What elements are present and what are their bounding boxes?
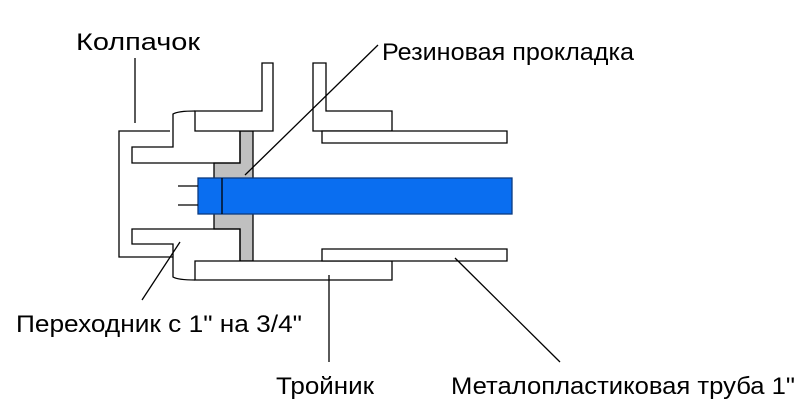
tee-right-top <box>312 62 393 132</box>
inner-tube <box>197 177 513 215</box>
leader-adapter <box>141 241 181 301</box>
tee-bottom <box>194 260 393 281</box>
label-adapter: Переходник с 1" на 3/4" <box>16 311 302 338</box>
label-gasket: Резиновая прокладка <box>382 39 635 66</box>
label-cap: Колпачок <box>76 29 201 56</box>
adapter-top <box>131 110 241 164</box>
label-tee: Тройник <box>276 373 375 400</box>
cap <box>118 130 173 258</box>
pipe-wall-top <box>321 130 508 144</box>
pipe-wall-bottom <box>321 248 508 262</box>
leader-gasket <box>244 44 379 176</box>
label-pipe: Металопластиковая труба 1" <box>451 373 795 400</box>
tee-left-top <box>194 62 274 132</box>
leader-pipe <box>454 257 561 363</box>
adapter-bottom <box>131 228 241 281</box>
